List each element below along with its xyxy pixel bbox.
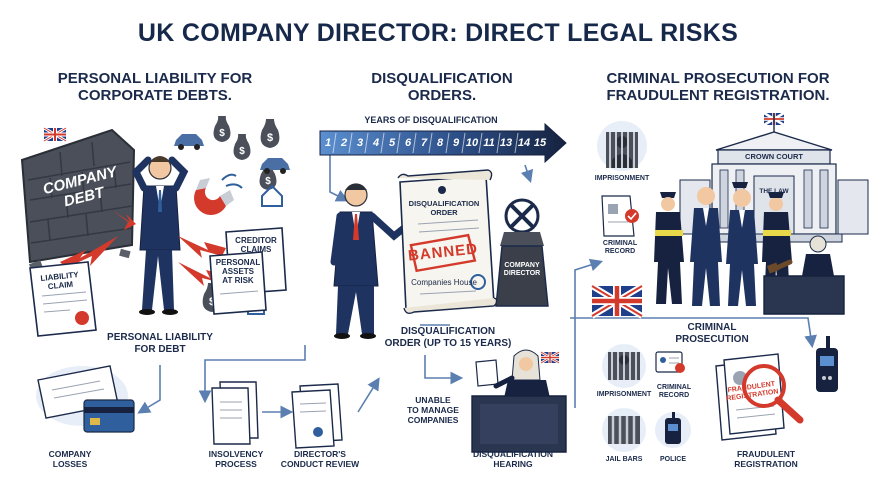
years-timeline-arrow [319, 113, 567, 164]
criminal-record-label-top: CRIMINAL RECORD [602, 240, 638, 256]
insolvency-docs-icon [211, 381, 259, 445]
conduct-review-docs-icon [291, 383, 343, 449]
car-icons [174, 134, 290, 174]
unable-to-manage-label: UNABLE TO MANAGE COMPANIES [407, 395, 459, 425]
escorted-director-figure-2 [726, 189, 758, 306]
ballot-box-label: COMPANY DIRECTOR [503, 262, 541, 278]
year-number: 8 [436, 137, 444, 149]
flow-connectors [137, 155, 817, 419]
criminal-prosecution-label: CRIMINAL PROSECUTION [675, 322, 749, 345]
imprisonment-label-bottom: IMPRISONMENT [596, 391, 652, 398]
insolvency-process-label: INSOLVENCY PROCESS [208, 449, 264, 469]
svg-text:$: $ [265, 176, 271, 187]
distressed-director-figure [131, 156, 189, 315]
page-title: UK COMPANY DIRECTOR: DIRECT LEGAL RISKS [137, 19, 739, 47]
fraud-documents-magnifier-icon [715, 353, 804, 441]
escorted-director-figure-1 [690, 187, 722, 306]
criminal-record-id-icon [655, 351, 685, 373]
fraudulent-registration-label: FRAUDULENT REGISTRATION [734, 449, 798, 469]
crown-court-label: CROWN COURT [745, 152, 803, 161]
year-number: 9 [452, 137, 460, 149]
heading-line-2: CORPORATE DEBTS. [78, 87, 232, 105]
creditor-docs-icon [209, 227, 287, 315]
companies-house-label: Companies House [411, 278, 477, 287]
police-escort-group-icon [654, 182, 792, 306]
uk-flag-icon-3 [590, 283, 644, 319]
uk-flag-icon-2 [540, 350, 560, 365]
year-number: 1 [324, 137, 332, 149]
year-number: 7 [420, 137, 428, 149]
heading-line-2: ORDERS. [407, 87, 477, 105]
prison-cell-icon-2 [602, 344, 646, 388]
magnet-icon [194, 173, 243, 215]
section-heading-disqualification: DISQUALIFICATION ORDERS. [371, 70, 512, 105]
jail-bars-label: JAIL BARS [605, 456, 643, 463]
svg-text:$: $ [219, 128, 225, 139]
year-number: 6 [404, 137, 412, 149]
svg-text:$: $ [239, 146, 245, 157]
personal-assets-label: PERSONAL ASSETS AT RISK [215, 258, 261, 286]
the-law-label: THE LAW [759, 188, 789, 195]
svg-text:$: $ [267, 132, 273, 144]
year-number: 3 [356, 137, 364, 149]
svg-text:$: $ [209, 296, 215, 308]
year-number: 11 [483, 137, 495, 149]
year-number: 4 [372, 137, 380, 149]
heading-line-1: PERSONAL LIABILITY FOR [57, 70, 253, 87]
bank-statement-cards-icon [36, 365, 135, 433]
judge-at-bench-icon [471, 349, 567, 453]
conduct-review-label: DIRECTOR'S CONDUCT REVIEW [280, 449, 360, 469]
year-number: 14 [517, 137, 531, 149]
liability-claim-doc-icon [29, 261, 97, 337]
years-of-disqualification-label: YEARS OF DISQUALIFICATION [364, 115, 498, 125]
section-heading-personal-liability: PERSONAL LIABILITY FOR CORPORATE DEBTS. [58, 70, 252, 105]
crossed-ballot-box-icon [495, 198, 549, 307]
creditor-claims-label: CREDITOR CLAIMS [235, 236, 277, 255]
heading-line-1: DISQUALIFICATION [371, 70, 513, 87]
police-officer-figure-1 [654, 192, 684, 304]
uk-flag-icon-1 [43, 126, 67, 143]
disqualification-hearing-label: DISQUALIFICATION HEARING [472, 449, 554, 469]
disqualification-order-scroll-icon [397, 169, 498, 315]
year-number: 2 [340, 137, 348, 149]
judge-with-gavel-icon [763, 235, 845, 315]
year-number: 15 [533, 137, 547, 149]
order-doc-title: DISQUALIFICATION ORDER [408, 199, 480, 217]
police-radio-icon-small [655, 412, 691, 448]
company-debt-wall-icon [20, 128, 136, 272]
company-losses-label: COMPANY LOSSES [48, 449, 92, 469]
money-bag-icons: $ $ $ $ $ [202, 116, 280, 312]
personal-liability-for-debt-label: PERSONAL LIABILITY FOR DEBT [107, 332, 213, 355]
presenting-director-figure [330, 183, 410, 339]
imprisonment-label-top: IMPRISONMENT [594, 175, 650, 182]
criminal-record-label-bottom: CRIMINAL RECORD [656, 384, 692, 400]
year-number: 13 [499, 137, 513, 149]
prison-cell-icon-1 [597, 121, 647, 171]
police-radio-icon-large [816, 336, 838, 392]
heading-line-1: CRIMINAL PROSECUTION FOR [606, 70, 830, 87]
section-heading-criminal: CRIMINAL PROSECUTION FOR FRAUDULENT REGI… [606, 70, 829, 105]
police-label: POLICE [659, 456, 687, 463]
jail-bars-icon [602, 408, 646, 452]
year-number: 5 [388, 137, 396, 149]
heading-line-2: FRAUDULENT REGISTRATION. [606, 87, 830, 105]
criminal-record-doc-icon-1 [601, 195, 639, 237]
year-number: 10 [465, 137, 479, 149]
order-up-to-15-years-label: DISQUALIFICATION ORDER (UP TO 15 YEARS) [384, 326, 512, 349]
